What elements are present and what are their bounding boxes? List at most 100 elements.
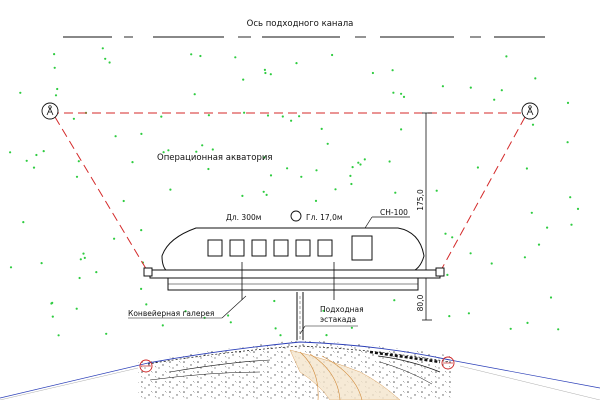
depth-point	[388, 160, 391, 163]
aquatory-label: Операционная акватория	[157, 153, 272, 163]
depth-point	[469, 86, 472, 89]
mooring-bollard-icon	[521, 102, 539, 120]
depth-point	[75, 175, 79, 178]
depth-point	[393, 299, 396, 302]
depth-point	[549, 296, 553, 299]
depth-point	[105, 332, 108, 335]
depth-point	[350, 326, 353, 329]
depth-point	[241, 194, 244, 197]
depth-point	[82, 252, 85, 255]
depth-point	[325, 334, 328, 337]
depth-point	[113, 237, 116, 240]
pier-platform	[143, 262, 445, 300]
depth-point	[35, 153, 38, 157]
trestle-label-line2: эстакада	[320, 315, 356, 324]
dimension-lower: 80,0	[416, 294, 425, 311]
depth-point	[392, 91, 395, 94]
depth-point	[566, 141, 569, 144]
depth-point	[140, 132, 143, 135]
depth-point	[469, 252, 472, 255]
depth-point	[51, 315, 54, 318]
depth-point	[263, 68, 266, 71]
depth-point	[314, 199, 318, 202]
depth-point	[234, 56, 237, 59]
depth-point	[207, 114, 210, 117]
vessel-length-label: Дл. 300м	[226, 213, 261, 222]
depth-point	[227, 314, 230, 317]
depth-point	[201, 144, 204, 147]
depth-point	[262, 190, 265, 193]
depth-point	[357, 161, 360, 164]
depth-point	[273, 299, 276, 303]
dimension-upper: 175,0	[416, 189, 425, 211]
depth-point	[526, 321, 529, 324]
depth-point	[269, 174, 273, 177]
depth-point	[242, 78, 245, 81]
depth-point	[243, 111, 246, 114]
depth-point	[57, 334, 60, 337]
depth-point	[19, 91, 22, 94]
depth-point	[371, 71, 374, 75]
shore-marker	[441, 356, 455, 370]
depth-point	[72, 117, 75, 120]
depth-point	[56, 87, 59, 91]
depth-point	[266, 114, 270, 117]
depth-point	[32, 166, 36, 169]
depth-point	[83, 256, 86, 259]
depth-point	[162, 151, 165, 154]
depth-point	[199, 54, 202, 58]
depth-point	[400, 92, 403, 95]
shoreline	[0, 341, 600, 399]
depth-point	[95, 271, 98, 274]
depth-point	[167, 149, 170, 152]
depth-point	[441, 85, 444, 88]
depth-point	[490, 262, 493, 265]
depth-point	[54, 94, 58, 97]
depth-point	[334, 188, 337, 191]
depth-point	[75, 307, 78, 310]
depth-point	[531, 123, 535, 126]
shore-marker	[139, 359, 153, 373]
mooring-bollard-icon	[41, 102, 59, 120]
aquatory-boundary	[50, 112, 530, 273]
depth-point	[190, 53, 193, 56]
depth-point	[315, 169, 318, 172]
depth-point	[53, 53, 56, 56]
shore-area	[138, 340, 452, 400]
depth-point	[279, 334, 282, 337]
depth-point	[493, 98, 496, 101]
depth-point	[264, 71, 267, 75]
depth-point	[122, 199, 125, 203]
depth-point	[476, 166, 479, 169]
depth-point	[523, 256, 527, 259]
depth-point	[211, 148, 214, 151]
depth-point	[169, 188, 172, 191]
depth-point	[525, 167, 529, 170]
vessel-center-icon	[290, 210, 302, 222]
vessel	[161, 227, 425, 273]
depth-points	[9, 47, 580, 337]
depth-point	[322, 309, 325, 312]
depth-point	[566, 101, 570, 104]
trestle-label-line1: Подходная	[320, 305, 364, 314]
depth-point	[402, 95, 406, 98]
depth-point	[131, 161, 134, 164]
depth-point	[331, 53, 334, 57]
depth-point	[77, 160, 80, 163]
depth-point	[53, 66, 56, 69]
depth-point	[537, 243, 541, 246]
depth-point	[295, 62, 298, 65]
depth-point	[79, 258, 82, 261]
depth-point	[229, 321, 232, 324]
depth-point	[394, 191, 397, 194]
depth-point	[114, 135, 117, 138]
depth-point	[263, 156, 266, 159]
depth-point	[534, 77, 537, 80]
conveyor-label: Конвейерная галерея	[128, 309, 214, 318]
depth-point	[363, 158, 366, 161]
depth-point	[400, 128, 403, 131]
depth-point	[108, 61, 111, 64]
depth-point	[546, 226, 549, 229]
